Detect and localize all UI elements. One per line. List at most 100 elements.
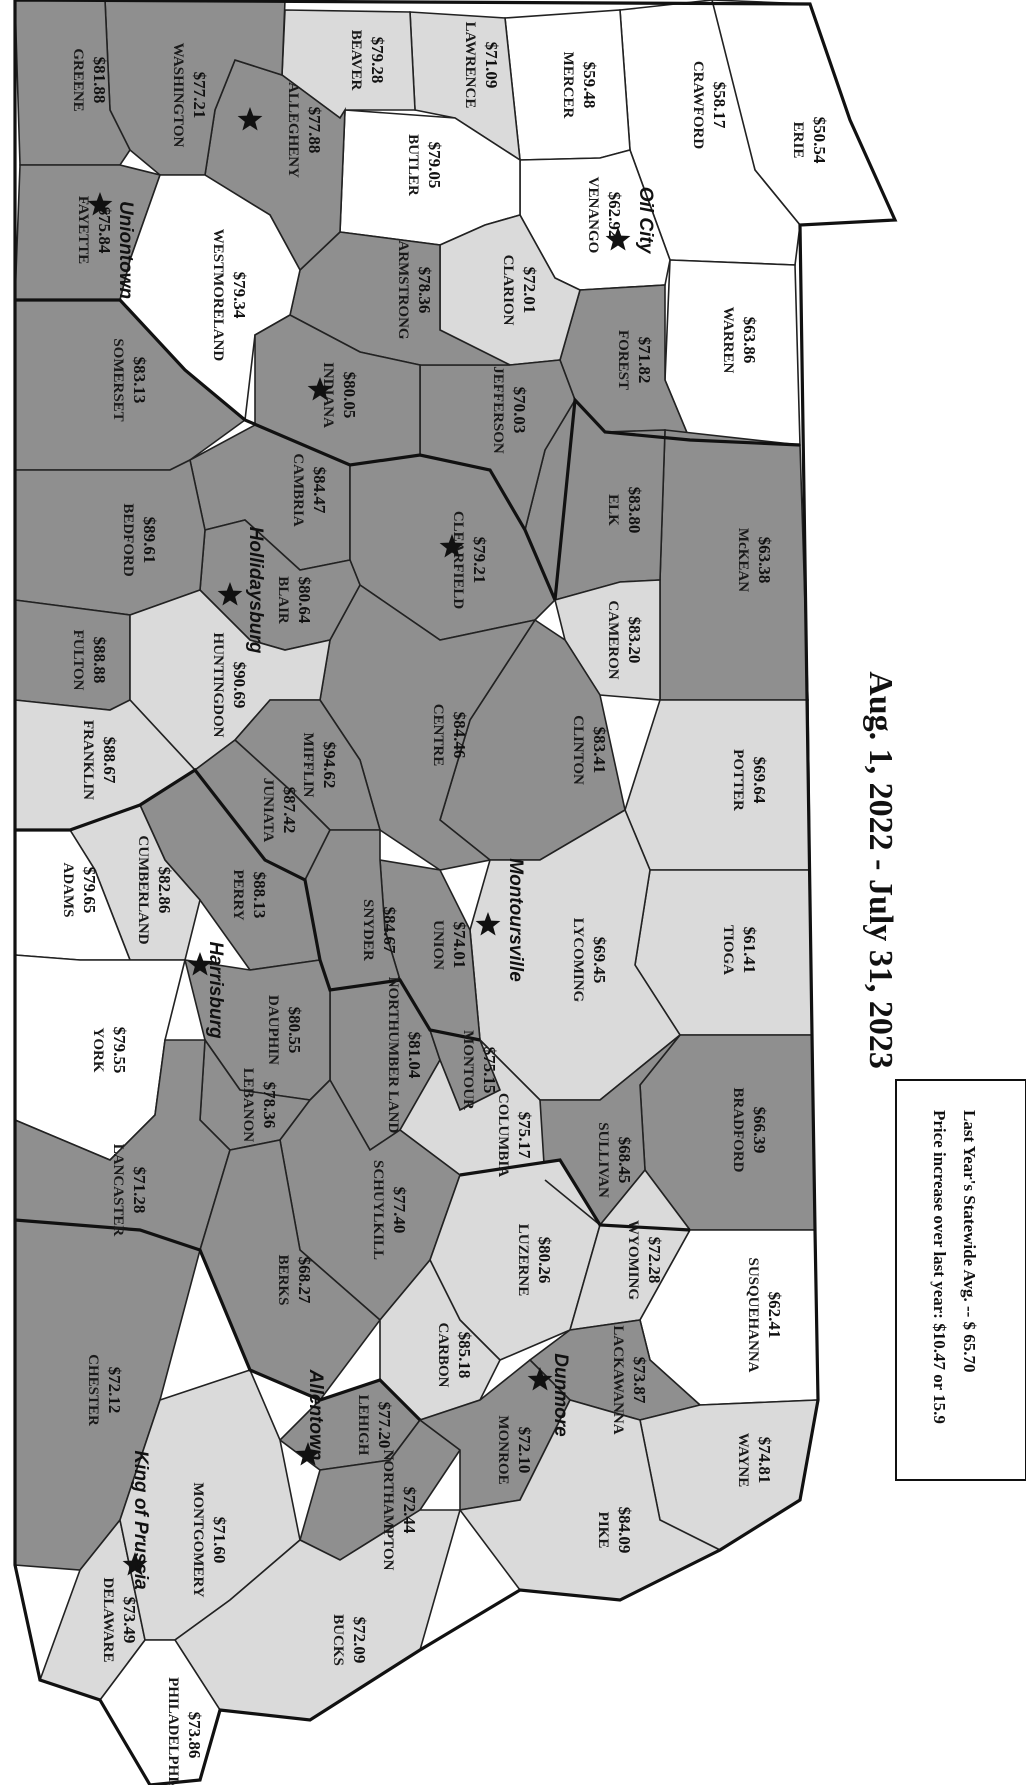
county-price-washington: $77.21 — [190, 72, 209, 119]
county-name-cumberland: CUMBERLAND — [135, 835, 151, 944]
star-icon-montoursville — [475, 912, 501, 936]
county-price-lehigh: $77.20 — [375, 1402, 394, 1449]
county-name-lehigh: LEHIGH — [355, 1395, 371, 1456]
star-icon — [439, 534, 465, 558]
county-label-bradford: BRADFORD$66.39 — [730, 1088, 769, 1173]
county-shape-bedford[interactable] — [14, 458, 206, 616]
star-icon-uniontown — [87, 192, 113, 216]
county-name-sullivan: SULLIVAN — [595, 1122, 611, 1198]
county-name-cameron: CAMERON — [605, 600, 621, 679]
region-borders — [13, 0, 898, 1785]
county-label-centre: CENTRE$84.46 — [430, 704, 469, 767]
county-label-wayne: WAYNE$74.81 — [735, 1433, 774, 1487]
county-price-potter: $69.64 — [750, 757, 769, 804]
county-label-butler: BUTLER$79.05 — [405, 134, 444, 196]
county-price-clinton: $83.41 — [590, 727, 609, 774]
county-name-elk: ELK — [605, 494, 621, 526]
star-icon-allentown — [295, 1442, 321, 1466]
city-label-king-of-prussia: King of Prussia — [130, 1450, 151, 1590]
county-name-bradford: BRADFORD — [730, 1088, 746, 1173]
county-label-huntingdon: HUNTINGDON$90.69 — [210, 632, 249, 737]
county-name-montgomery: MONTGOMERY — [190, 1482, 206, 1597]
county-price-bedford: $89.61 — [140, 517, 159, 564]
county-label-sullivan: SULLIVAN$68.45 — [595, 1122, 634, 1198]
county-label-monroe: MONROE$72.10 — [495, 1415, 534, 1484]
county-price-jefferson: $70.03 — [510, 387, 529, 434]
county-price-mifflin: $94.62 — [320, 742, 339, 789]
county-name-montour: MONTOUR — [460, 1030, 476, 1110]
county-label-york: YORK$79.55 — [90, 1027, 129, 1074]
county-price-lebanon: $78.36 — [260, 1082, 279, 1129]
county-price-wayne: $74.81 — [755, 1437, 774, 1484]
county-price-centre: $84.46 — [450, 712, 469, 759]
county-label-crawford: CRAWFORD$58.17 — [690, 61, 729, 149]
city-labels: Oil CityUniontownHollidaysburgMontoursvi… — [87, 107, 656, 1590]
city-label-dunmore: Dunmore — [550, 1353, 571, 1437]
county-name-union: UNION — [430, 920, 446, 970]
county-label-dauphin: DAUPHIN$80.55 — [265, 995, 304, 1065]
city-label-montoursville: Montoursville — [505, 858, 526, 982]
legend: Last Year's Statewide Avg. -- $ 65.70 Pr… — [895, 1079, 1026, 1481]
county-price-erie: $50.54 — [810, 117, 829, 164]
county-price-berks: $68.27 — [295, 1257, 314, 1304]
county-price-carbon: $85.18 — [455, 1332, 474, 1379]
county-price-warren: $63.86 — [740, 317, 759, 364]
county-name-crawford: CRAWFORD — [690, 61, 706, 149]
county-label-greene: GREENE$81.88 — [70, 48, 109, 111]
county-price-armstrong: $78.36 — [415, 267, 434, 314]
county-label-cameron: CAMERON$83.20 — [605, 600, 644, 679]
county-shape-potter[interactable] — [624, 699, 811, 871]
county-name-bedford: BEDFORD — [120, 503, 136, 577]
county-label-schuylkill: SCHUYLKILL$77.40 — [370, 1160, 409, 1260]
county-price-lancaster: $71.28 — [130, 1167, 149, 1214]
star-icon — [307, 377, 333, 401]
county-name-venango: VENANGO — [585, 177, 601, 254]
county-price-bradford: $66.39 — [750, 1107, 769, 1154]
county-label-chester: CHESTER$72.12 — [85, 1354, 124, 1426]
county-name-erie: ERIE — [790, 122, 806, 159]
county-label-philadelphia: PHILADELPHIA$73.86 — [165, 1677, 204, 1785]
star-icon-harrisburg — [187, 952, 213, 976]
county-label-cumberland: CUMBERLAND$82.86 — [135, 835, 174, 944]
county-shape-mckean[interactable] — [659, 429, 809, 701]
county-label-forest: FOREST$71.82 — [615, 330, 654, 390]
county-name-pike: PIKE — [595, 1512, 611, 1549]
county-name-warren: WARREN — [720, 307, 736, 374]
county-name-northampton: NORTHAMPTON — [380, 1450, 396, 1571]
county-label-somerset: SOMERSET$83.13 — [110, 338, 149, 421]
county-name-carbon: CARBON — [435, 1322, 451, 1387]
county-price-susquehanna: $62.41 — [765, 1292, 784, 1339]
county-name-delaware: DELAWARE — [100, 1577, 116, 1662]
county-name-huntingdon: HUNTINGDON — [210, 632, 226, 737]
county-name-indiana: INDIANA — [320, 362, 336, 428]
county-name-blair: BLAIR — [275, 576, 291, 624]
county-name-berks: BERKS — [275, 1255, 291, 1306]
county-price-somerset: $83.13 — [130, 357, 149, 404]
county-price-sullivan: $68.45 — [615, 1137, 634, 1184]
county-price-bucks: $72.09 — [350, 1617, 369, 1664]
county-name-northumberland: NORTHUMBER LAND — [385, 977, 401, 1134]
county-price-northumberland: $81.04 — [405, 1032, 424, 1079]
county-name-juniata: JUNIATA — [260, 778, 276, 843]
county-label-northampton: NORTHAMPTON$72.44 — [380, 1450, 419, 1571]
county-label-clearfield: CLEARFIELD$79.21 — [450, 511, 489, 610]
county-label-bedford: BEDFORD$89.61 — [120, 503, 159, 577]
county-label-wyoming: WYOMING$72.28 — [625, 1220, 664, 1300]
county-price-fayette: $75.84 — [95, 207, 114, 254]
county-name-allegheny: ALLEGHENY — [285, 82, 301, 178]
county-label-venango: VENANGO$62.92 — [585, 177, 624, 254]
map-title: Aug. 1, 2022 - July 31, 2023 — [862, 671, 899, 1069]
county-price-butler: $79.05 — [425, 142, 444, 189]
county-label-delaware: DELAWARE$73.49 — [100, 1577, 139, 1662]
county-label-carbon: CARBON$85.18 — [435, 1322, 474, 1387]
star-icon-king-of-prussia — [122, 1552, 148, 1576]
county-name-mifflin: MIFFLIN — [300, 733, 316, 798]
county-price-schuylkill: $77.40 — [390, 1187, 409, 1234]
county-name-lycoming: LYCOMING — [570, 918, 586, 1003]
county-name-armstrong: ARMSTRONG — [395, 240, 411, 340]
county-label-potter: POTTER$69.64 — [730, 749, 769, 811]
county-name-york: YORK — [90, 1028, 106, 1073]
county-name-susquehanna: SUSQUEHANNA — [745, 1257, 761, 1372]
county-price-pike: $84.09 — [615, 1507, 634, 1554]
county-price-union: $74.01 — [450, 922, 469, 969]
